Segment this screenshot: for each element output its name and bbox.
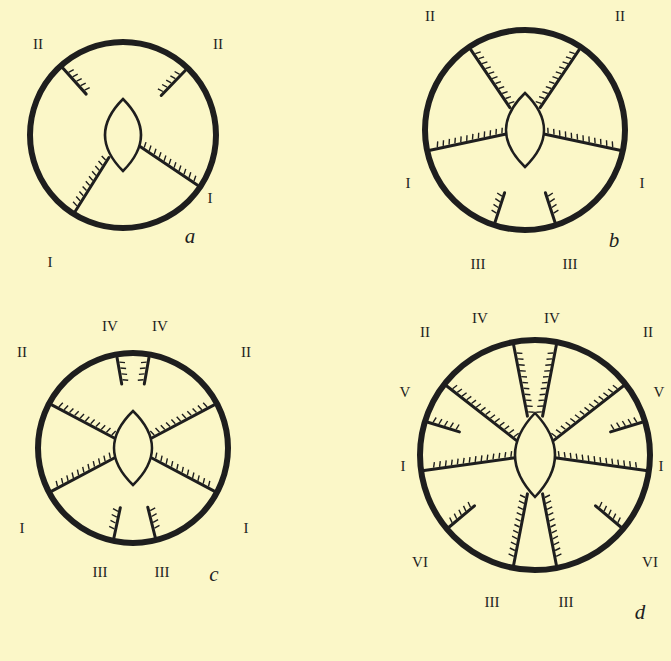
- septum-number: II: [17, 345, 27, 360]
- septum-number: I: [244, 521, 249, 536]
- central-axis: [506, 93, 544, 167]
- septum-number: III: [93, 565, 108, 580]
- septum: [117, 357, 122, 384]
- septum: [151, 458, 214, 491]
- septum-number: I: [406, 176, 411, 191]
- central-axis: [105, 99, 141, 171]
- septum-number: IV: [544, 311, 560, 326]
- septum-number: I: [208, 191, 213, 206]
- septum-hatching: [138, 362, 147, 380]
- figure-letter: d: [635, 602, 646, 623]
- central-axis: [515, 413, 555, 497]
- fruit-wall: [30, 42, 216, 228]
- septum-hatching: [450, 502, 471, 523]
- septum: [596, 506, 621, 527]
- septum-hatching: [475, 52, 514, 104]
- septum: [540, 50, 579, 108]
- septum-number: IV: [102, 319, 118, 334]
- septum-number: I: [659, 459, 664, 474]
- septum-hatching: [548, 128, 613, 147]
- septum: [144, 357, 149, 384]
- septum-number: IV: [472, 311, 488, 326]
- septum-hatching: [144, 142, 196, 181]
- septum-hatching: [69, 70, 90, 91]
- septum-number: VI: [412, 555, 428, 570]
- septum: [544, 134, 620, 150]
- septum-hatching: [150, 403, 207, 435]
- septum-hatching: [611, 418, 637, 430]
- septum: [514, 345, 528, 416]
- fruit-wall: [420, 340, 650, 570]
- septum-number: I: [48, 255, 53, 270]
- figure-letter: c: [209, 564, 218, 585]
- septum-number: II: [241, 345, 251, 360]
- septum-hatching: [517, 353, 534, 412]
- septum-hatching: [453, 385, 519, 436]
- septum-number: III: [559, 595, 574, 610]
- figure-letter: b: [609, 230, 620, 251]
- septum-number: V: [654, 385, 665, 400]
- septum-hatching: [150, 508, 159, 528]
- septum-number: III: [471, 257, 486, 272]
- septum-number: I: [640, 176, 645, 191]
- septum-number: II: [615, 9, 625, 24]
- septum: [430, 134, 506, 150]
- septum: [140, 147, 198, 186]
- septum: [63, 68, 86, 94]
- septum: [495, 193, 505, 222]
- septum-hatching: [156, 453, 210, 487]
- septum-number: I: [20, 521, 25, 536]
- septum-hatching: [59, 403, 116, 435]
- septum-hatching: [433, 418, 459, 430]
- septum: [611, 422, 643, 432]
- septum-hatching: [551, 385, 617, 436]
- septum-number: II: [213, 37, 223, 52]
- septum-hatching: [73, 156, 106, 206]
- septum-number: V: [400, 385, 411, 400]
- septum-number: VI: [642, 555, 658, 570]
- septum-hatching: [119, 362, 128, 380]
- septum-number: II: [643, 325, 653, 340]
- septum-number: III: [563, 257, 578, 272]
- septum-number: I: [401, 459, 406, 474]
- septum: [449, 506, 474, 527]
- septum-number: II: [425, 9, 435, 24]
- septum: [543, 345, 557, 416]
- septum: [52, 458, 115, 491]
- septum-number: III: [155, 565, 170, 580]
- septum-hatching: [509, 495, 526, 556]
- fruit-wall: [38, 353, 228, 543]
- septum: [471, 50, 510, 108]
- septum-number: II: [420, 325, 430, 340]
- septum-hatching: [434, 451, 512, 468]
- septum-hatching: [109, 509, 118, 529]
- fruit-wall: [425, 30, 625, 230]
- septum-hatching: [600, 502, 621, 523]
- central-axis: [114, 411, 152, 485]
- septum: [161, 70, 185, 95]
- figure-letter: a: [185, 226, 196, 247]
- septum-hatching: [492, 193, 502, 213]
- septum: [514, 494, 528, 565]
- septum-hatching: [558, 451, 636, 468]
- septum: [52, 405, 115, 438]
- septum: [543, 494, 557, 565]
- septum: [545, 193, 555, 222]
- septum-number: IV: [152, 319, 168, 334]
- septum-hatching: [158, 72, 180, 92]
- septum-hatching: [545, 495, 562, 556]
- septum: [428, 422, 460, 432]
- septum-hatching: [548, 193, 558, 213]
- septum: [151, 405, 214, 438]
- septum: [75, 157, 109, 211]
- septum-hatching: [536, 52, 575, 104]
- septum-number: II: [33, 37, 43, 52]
- septum-hatching: [536, 353, 553, 412]
- septum-number: III: [485, 595, 500, 610]
- septum-hatching: [437, 128, 502, 147]
- septum-hatching: [56, 453, 110, 487]
